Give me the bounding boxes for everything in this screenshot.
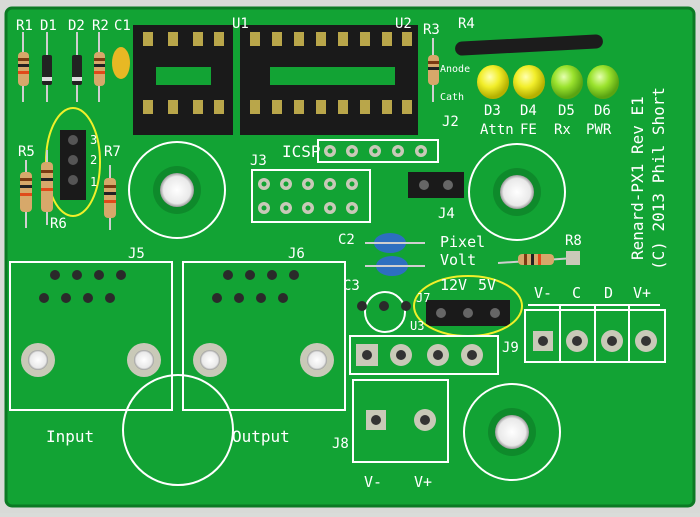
label-r7: R7 [104,144,121,160]
label-c-j9: C [572,284,581,302]
label-j2: J2 [442,114,459,130]
label-d3: D3 [484,103,501,119]
u3-regulator [357,291,411,333]
label-attn: Attn [480,122,514,138]
label-r5: R5 [18,144,35,160]
capacitor-c3 [365,256,425,276]
label-d4: D4 [520,103,537,119]
resistor-r3 [428,38,439,102]
icsp-header [317,139,439,163]
label-j8: J8 [332,436,349,452]
label-cath: Cath [440,92,464,103]
label-input: Input [46,427,94,446]
label-d6: D6 [594,103,611,119]
label-vplus-j9: V+ [633,284,651,302]
led-d6 [587,65,619,99]
label-fe: FE [520,122,537,138]
label-u2: U2 [395,16,412,32]
rj45-j6 [182,261,346,411]
j7-header [426,300,510,326]
rj45-j5 [9,261,173,411]
label-j5: J5 [128,246,145,262]
label-jp-2: 2 [90,153,97,167]
resistor-r5 [20,160,32,228]
mounting-holes [128,141,566,481]
resistor-r8 [497,251,580,265]
resistor-r2 [94,32,105,102]
label-r8: R8 [565,233,582,249]
label-u3: U3 [410,319,424,333]
resistor-r4 [455,34,603,56]
label-jp-3: 3 [90,133,97,147]
capacitor-c1 [112,47,130,79]
diode-d1 [42,32,52,102]
label-r3: R3 [423,22,440,38]
label-icsp: ICSP [282,142,321,161]
led-d5 [551,65,583,99]
label-r2: R2 [92,18,109,34]
led-d3 [477,65,509,99]
ic-socket-u1 [133,25,233,135]
diode-d2 [72,32,82,102]
keepout-circle [122,374,234,486]
label-pixel: Pixel [440,233,485,251]
j8-power-terminal [352,379,449,463]
label-5v: 5V [478,276,496,294]
pixel-terminal-block [524,304,666,363]
label-jp-1: 1 [90,175,97,189]
resistor-r1 [18,32,29,102]
label-r1: R1 [16,18,33,34]
label-c2: C2 [338,232,355,248]
label-d1: D1 [40,18,57,34]
label-output: Output [232,427,290,446]
label-d-j9: D [604,284,613,302]
j4-header [408,172,464,198]
label-c1: C1 [114,18,131,34]
silkscreen-labels: R1 D1 D2 R2 C1 U1 U2 R3 R4 Anode Cath J2… [16,16,668,491]
label-volt: Volt [440,251,476,269]
label-d2: D2 [68,18,85,34]
label-j6: J6 [288,246,305,262]
label-r6: R6 [50,216,67,232]
label-j4: J4 [438,206,455,222]
label-d5: D5 [558,103,575,119]
label-12v: 12V [440,276,467,294]
capacitor-c2 [365,233,425,253]
jumper-block-left [60,130,86,200]
label-j7: J7 [416,291,430,305]
board-title: Renard-PX1 Rev E1 [628,96,647,260]
label-vminus-j9: V- [534,284,552,302]
j9-terminal-pads [349,335,499,375]
label-anode: Anode [440,64,470,75]
j3-header [251,169,371,223]
label-vplus-j8: V+ [414,473,432,491]
label-pwr: PWR [586,122,612,138]
label-rx: Rx [554,122,571,138]
led-d4 [513,65,545,99]
resistor-r6 [41,150,53,225]
board-copyright: (C) 2013 Phil Short [649,87,668,270]
label-j9: J9 [502,340,519,356]
label-j3: J3 [250,153,267,169]
ic-socket-u2 [240,25,418,135]
resistor-r7 [104,165,116,230]
label-r4: R4 [458,16,475,32]
label-vminus-j8: V- [364,473,382,491]
label-u1: U1 [232,16,249,32]
label-c3: C3 [343,278,360,294]
